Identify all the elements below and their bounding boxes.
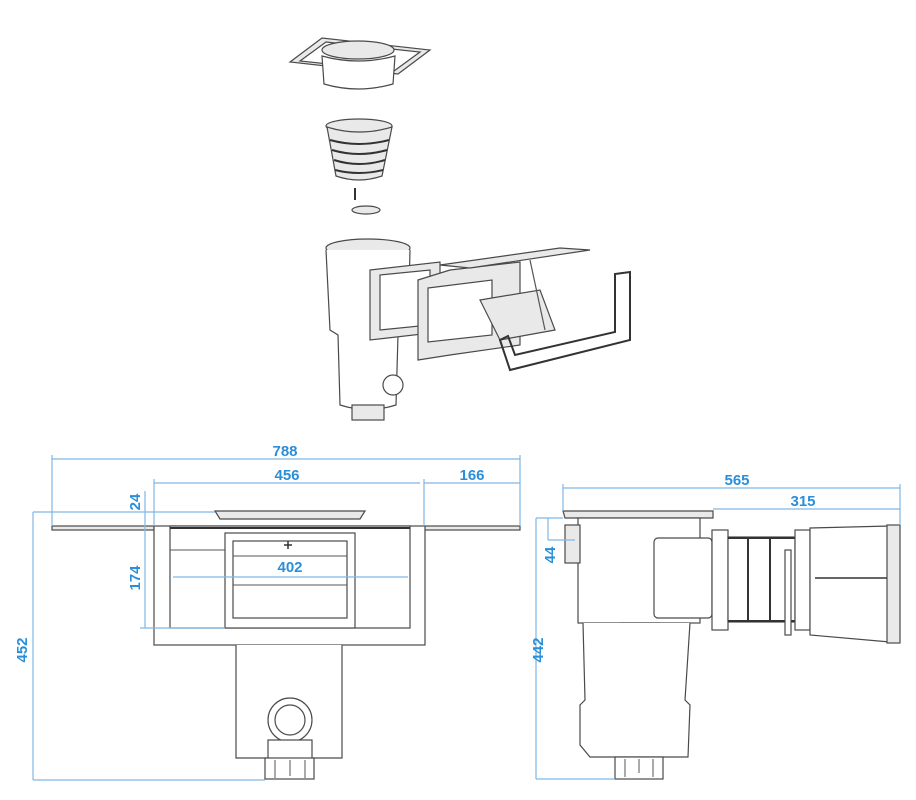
skimmer-body — [325, 238, 631, 421]
screw-and-plate — [351, 188, 381, 215]
lid — [213, 510, 367, 520]
dim-side-overall-length: 565 — [724, 472, 749, 489]
dim-side-total-height: 442 — [530, 637, 547, 662]
lid-flange — [288, 37, 432, 90]
exploded-view — [288, 37, 631, 421]
dim-body-width: 456 — [274, 467, 299, 484]
dim-mouth-height: 174 — [127, 565, 144, 591]
dim-mouth-width: 402 — [277, 559, 302, 576]
dim-overall-width: 788 — [272, 443, 297, 460]
front-view — [51, 510, 521, 780]
side-view — [562, 510, 901, 780]
basket — [325, 118, 393, 181]
side-flange — [562, 510, 714, 519]
side-mouth — [809, 525, 891, 643]
dim-nozzle-offset: 44 — [542, 546, 559, 563]
deck-right — [423, 525, 521, 531]
side-nozzle — [564, 524, 581, 564]
dim-total-height: 452 — [14, 637, 31, 662]
dimensions: 788 456 166 402 24 174 452 565 315 44 44… — [14, 443, 901, 781]
dim-side-mouth-length: 315 — [790, 493, 815, 510]
deck-left — [51, 525, 155, 531]
dim-deck-extension: 166 — [459, 467, 484, 484]
dim-lid-height: 24 — [127, 493, 144, 510]
